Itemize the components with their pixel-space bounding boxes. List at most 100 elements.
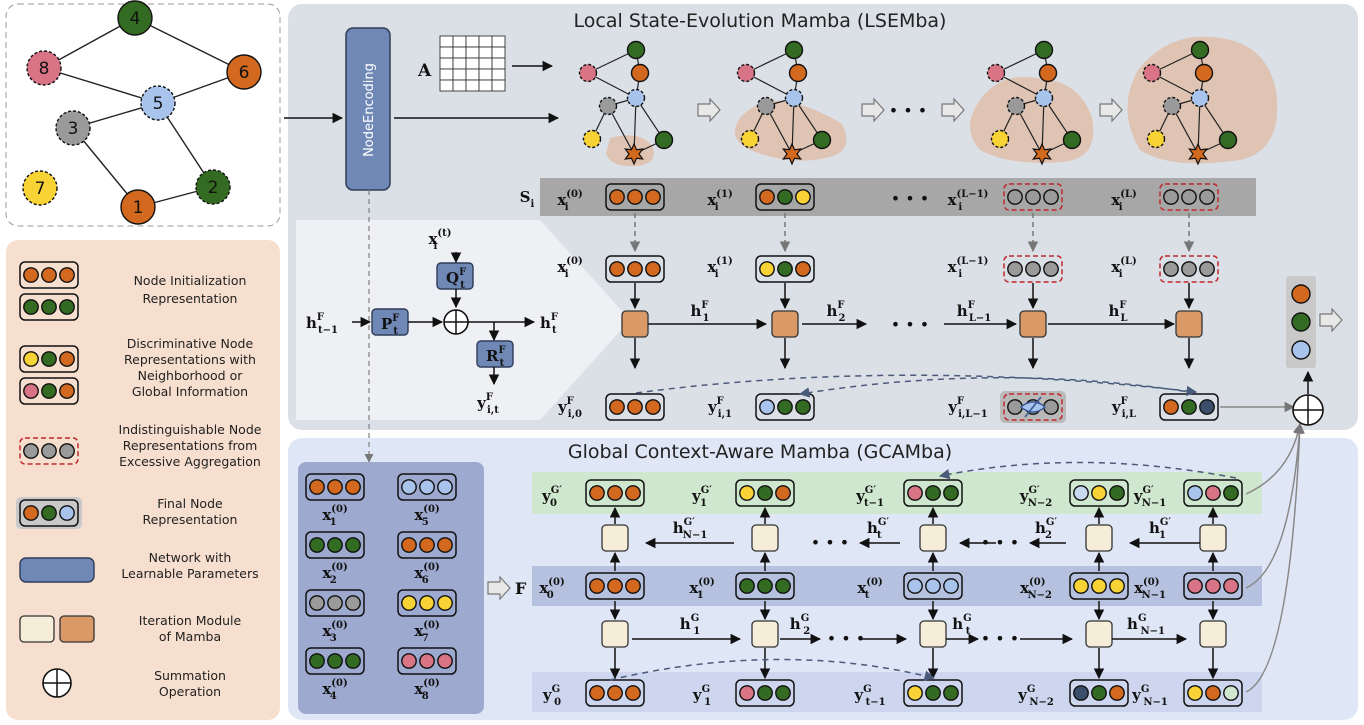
graph-node	[1162, 96, 1182, 116]
gca-input-label: x(0)0	[539, 577, 564, 601]
target-node-star	[781, 142, 803, 166]
label-sub: 0	[550, 498, 557, 509]
graph-node	[784, 88, 804, 108]
triplet-frame	[755, 393, 815, 421]
ellipsis-dots: • • •	[889, 101, 927, 120]
triplet-dot	[625, 485, 641, 501]
label-sub: N−2	[1029, 697, 1054, 708]
label-base: y	[947, 398, 958, 416]
label-base: x	[689, 579, 699, 597]
triplet-dot	[1043, 189, 1059, 205]
graph-node	[1146, 129, 1166, 149]
triplet-dot	[1163, 261, 1179, 277]
Q-matrix-block	[436, 262, 474, 290]
triplet-dot	[795, 189, 811, 205]
label-sub: t	[966, 626, 971, 637]
legend-text: Discriminative Node	[127, 336, 254, 351]
graph-node	[226, 54, 262, 90]
state-label: x(0)i	[557, 256, 582, 280]
triplet-dot	[1181, 399, 1197, 415]
graph-node	[1062, 130, 1082, 150]
label-sub: t	[460, 280, 465, 291]
graph-node	[788, 63, 808, 83]
label-sup: (0)	[423, 620, 439, 631]
triplet-dot	[401, 479, 417, 495]
backward-hidden-label: hG′N−1	[673, 517, 708, 541]
state-label: x(L−1)i	[948, 189, 989, 213]
graph-edge	[1171, 105, 1199, 155]
triplet-dot	[1091, 578, 1107, 594]
graph-node	[990, 129, 1010, 149]
graph-node	[140, 85, 176, 121]
skip-connection	[609, 658, 936, 681]
label-base: x	[1020, 579, 1030, 597]
ellipsis-dots: • • •	[811, 533, 849, 552]
state-label: x(L)i	[1111, 256, 1136, 280]
triplet-frame	[585, 479, 645, 507]
triplet-frame	[19, 293, 79, 321]
triplet-dot	[757, 685, 773, 701]
label-sup: (L)	[1120, 189, 1137, 200]
graph-edge	[134, 17, 245, 73]
triplet-dot	[645, 189, 661, 205]
matrix-cell	[491, 35, 506, 48]
triplet-dot	[41, 443, 57, 459]
legend-text: Operation	[159, 684, 221, 699]
triplet-dot	[23, 383, 39, 399]
triplet-dot	[345, 653, 361, 669]
label-sup: (0)	[331, 678, 347, 689]
graph-node	[756, 96, 776, 116]
node-list-label: x(0)7	[414, 620, 439, 644]
mamba-iteration-box	[621, 310, 649, 338]
label-sub: 1	[703, 313, 710, 324]
gca-backward-output-label: yG′0	[541, 485, 562, 509]
backward-hidden-label: hG′2	[1035, 517, 1057, 541]
gcamba-title: Global Context-Aware Mamba (GCAMba)	[568, 441, 952, 463]
legend: Node InitializationRepresentationDiscrim…	[16, 261, 262, 699]
gca-backward-output-label: yG′1	[691, 485, 712, 509]
triplet-dot	[1205, 685, 1221, 701]
label-sub: 1	[1159, 530, 1166, 541]
triplet-dot	[739, 685, 755, 701]
label-sub: N−1	[683, 530, 707, 541]
matrix-cell	[491, 57, 506, 70]
triplet-dot	[437, 479, 453, 495]
ellipsis-dots: • • •	[891, 315, 929, 334]
legend-text: Representations from	[123, 438, 258, 453]
triplet-dot	[309, 479, 325, 495]
label-sub: N−1	[1142, 498, 1166, 509]
label-sup: G	[801, 613, 810, 624]
graph-edge	[43, 67, 159, 104]
label-sub: i,1	[718, 409, 732, 420]
label-sup: (L−1)	[957, 189, 989, 200]
graph-node	[812, 130, 832, 150]
triplet-dot	[345, 537, 361, 553]
graph-node-label: 7	[35, 179, 46, 199]
matrix-cell	[465, 35, 480, 48]
triplet-frame	[605, 255, 665, 283]
mamba-iteration-box	[601, 524, 629, 552]
node-list-label: x(0)6	[414, 562, 439, 586]
label-base: h	[691, 302, 702, 320]
label-sup: G	[702, 684, 711, 695]
label-base: y	[707, 398, 718, 416]
graph-node	[26, 50, 62, 86]
triplet-frame	[735, 479, 795, 507]
triplet-frame	[305, 589, 365, 617]
label-sup: (0)	[1143, 577, 1159, 588]
label-sup: (0)	[331, 620, 347, 631]
triplet-dot	[401, 653, 417, 669]
input-sequence-bar	[532, 566, 1262, 606]
label-sub: 1	[693, 626, 700, 637]
state-label: x(L−1)i	[948, 256, 989, 280]
triplet-frame	[19, 345, 79, 373]
label-sup: (0)	[566, 189, 582, 200]
graph-node	[1218, 130, 1238, 150]
matrix-cell	[465, 46, 480, 59]
